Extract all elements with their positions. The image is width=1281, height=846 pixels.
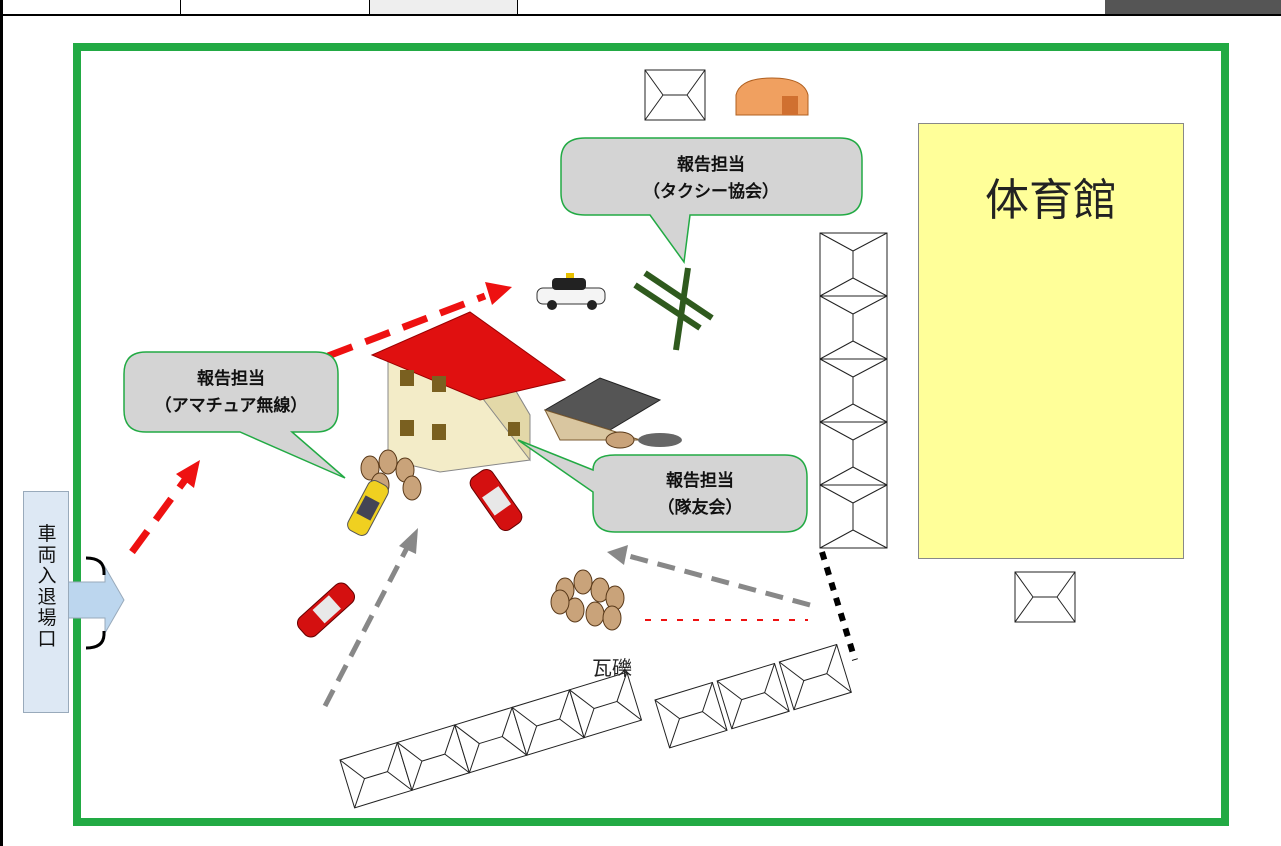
- top-table-strip: [0, 0, 1281, 16]
- top-cell: [370, 0, 518, 14]
- hut-icon: [735, 77, 809, 116]
- tent-icon: [1014, 571, 1076, 623]
- car-icon-red: [469, 468, 523, 532]
- tent-row-bottom: [339, 671, 643, 809]
- speech-bubble-veterans-association: 報告担当 （隊友会）: [517, 439, 808, 533]
- fallen-pole-icon: [633, 267, 714, 351]
- collapsed-building-icon: [543, 377, 682, 449]
- gymnasium: 体育館: [918, 123, 1184, 559]
- tent-row-bottom-right: [654, 643, 852, 749]
- speech-bubble-amateur-radio: 報告担当 （アマチュア無線）: [123, 351, 346, 479]
- site-boundary: [73, 43, 1229, 826]
- tent-icon: [644, 69, 706, 121]
- rubble-label: 瓦礫: [592, 656, 632, 680]
- gymnasium-label: 体育館: [985, 175, 1117, 226]
- top-cell: [181, 0, 370, 14]
- car-icon-yellow: [347, 480, 389, 536]
- red-route-arrow: [129, 282, 512, 555]
- dotted-boundary-line: [819, 551, 858, 661]
- rubble-pile-icon: [550, 569, 625, 631]
- bubble-subtitle: （隊友会）: [658, 497, 743, 518]
- top-cell-dark: [1105, 0, 1281, 14]
- bubble-title: 報告担当: [666, 470, 734, 491]
- page-left-border: [0, 0, 3, 846]
- vehicle-gate-label: 車両入退場口: [37, 523, 57, 650]
- bubble-title: 報告担当: [677, 154, 745, 175]
- taxi-icon: [536, 273, 606, 310]
- gate-entry-arrow-icon: [61, 556, 125, 650]
- bubble-subtitle: （アマチュア無線）: [155, 395, 308, 416]
- speech-bubble-taxi-association: 報告担当 （タクシー協会）: [560, 137, 863, 264]
- top-cell: [0, 0, 181, 14]
- tent-column: [819, 232, 888, 549]
- vehicle-gate: [23, 491, 69, 713]
- gray-route-arrow: [322, 528, 811, 708]
- bubble-subtitle: （タクシー協会）: [643, 181, 779, 202]
- car-icon-red: [296, 582, 356, 638]
- house-icon: [370, 311, 567, 473]
- bubble-title: 報告担当: [197, 368, 265, 389]
